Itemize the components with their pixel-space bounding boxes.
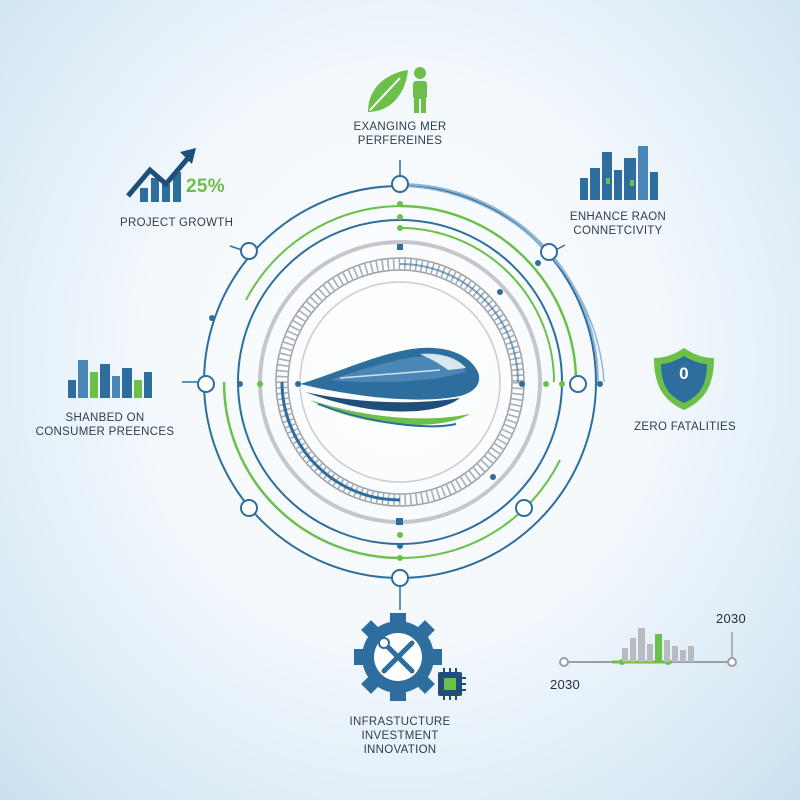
connectivity-label: ENHANCE RAON CONNETCIVITY: [548, 210, 688, 238]
consumer-line-2: CONSUMER PREENCES: [35, 426, 175, 438]
growth-chart-icon: [126, 148, 196, 202]
top-label-line-2: PERFEREINES: [357, 135, 443, 147]
node-right: [569, 375, 587, 393]
growth-label: PROJECT GROWTH: [120, 217, 234, 229]
infrastructure-line-1: INFRASTUCTURE INVESTMENT: [349, 716, 451, 742]
node-bottom: [391, 569, 409, 587]
small-dots: [209, 201, 603, 561]
green-arc-nw: [245, 205, 401, 301]
city-icon: [580, 146, 658, 200]
infrastructure-line-2: INNOVATION: [363, 744, 437, 756]
node-lower-right: [515, 499, 533, 517]
green-arc-se: [399, 459, 561, 560]
outer-arc-light-2: [395, 185, 605, 383]
shield-icon: [654, 348, 714, 410]
safety-label: ZERO FATALITIES: [634, 421, 736, 433]
timeline-end-dot: [727, 657, 737, 667]
timeline-city-icon: [622, 628, 694, 662]
connectivity-line-2: CONNETCIVITY: [573, 225, 663, 237]
chip-icon: [438, 668, 466, 700]
timeline: [559, 628, 737, 667]
node-lower-left: [240, 499, 258, 517]
timeline-year-top: 2030: [715, 611, 747, 626]
consumer-line-1: SHANBED ON: [65, 412, 145, 424]
green-arc-inner: [399, 227, 555, 383]
shield-badge-value: 0: [679, 364, 689, 383]
leaf-icon: [368, 70, 408, 112]
train-icon: [300, 347, 480, 428]
green-arc-ne: [399, 204, 578, 383]
infrastructure-label: INFRASTUCTURE INVESTMENT INNOVATION: [310, 715, 490, 757]
person-icon: [413, 67, 427, 113]
ring-nodes: [197, 175, 587, 587]
gear-wrench-icon: [354, 613, 442, 701]
node-top: [391, 175, 409, 193]
blue-track-arc: [280, 381, 401, 502]
green-arc-sw: [222, 381, 401, 560]
node-upper-left: [240, 242, 258, 260]
outer-arc-light: [399, 183, 599, 383]
city-icon-left: [68, 360, 152, 398]
timeline-year-bottom: 2030: [549, 677, 581, 692]
growth-value: 25%: [186, 176, 225, 197]
top-label: EXANGING MER PERFEREINES: [330, 120, 470, 148]
timeline-start-dot: [559, 657, 569, 667]
node-left: [197, 375, 215, 393]
node-upper-right: [540, 243, 558, 261]
consumer-label: SHANBED ON CONSUMER PREENCES: [30, 411, 180, 439]
top-label-line-1: EXANGING MER: [353, 121, 447, 133]
blue-track-arc-2: [399, 263, 519, 383]
connectivity-line-1: ENHANCE RAON: [569, 211, 667, 223]
